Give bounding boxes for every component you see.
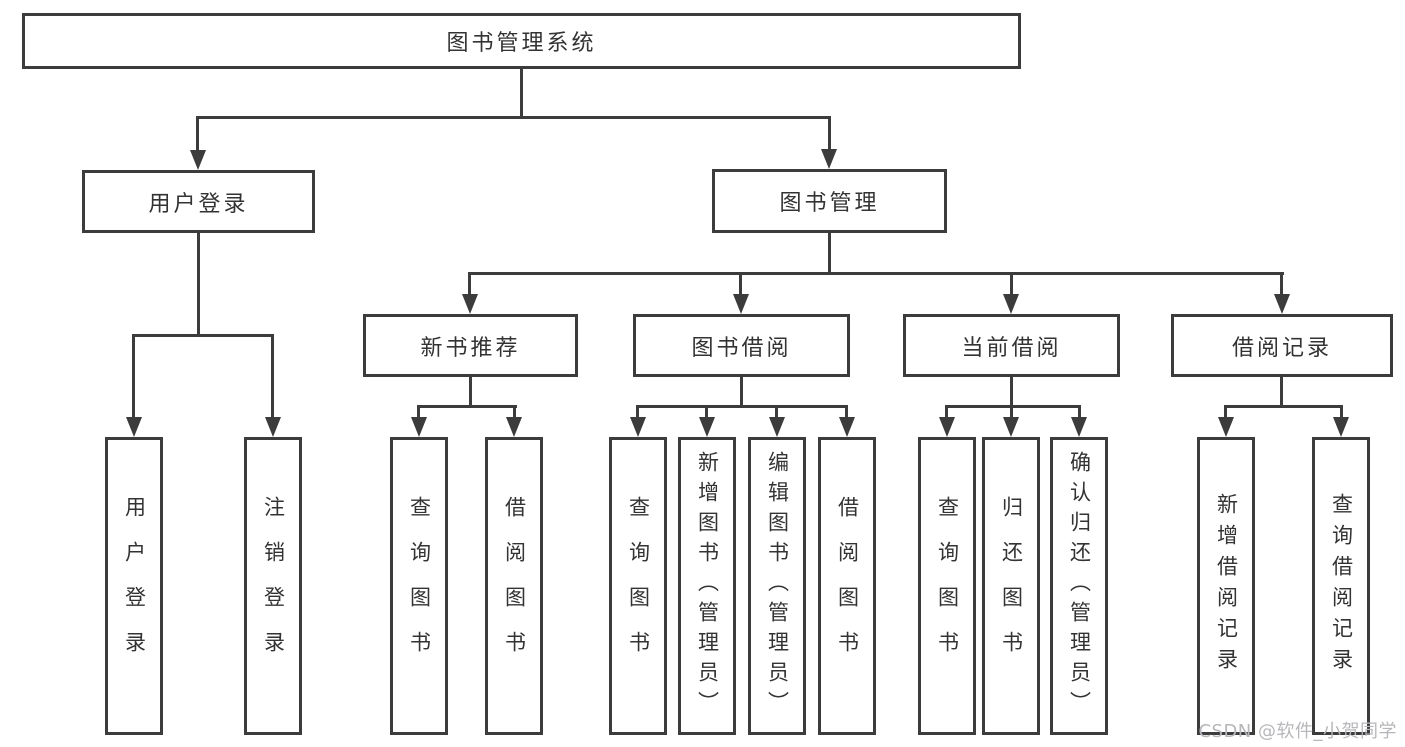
node-user-login: 用户登录 bbox=[82, 170, 315, 233]
leaf-user-login: 用户登录 bbox=[105, 437, 163, 735]
arrow-down-icon bbox=[1218, 417, 1234, 437]
leaf-query-borrow-record: 查询借阅记录 bbox=[1312, 437, 1370, 735]
connector-line bbox=[1010, 377, 1013, 408]
node-label: 当前借阅 bbox=[961, 335, 1062, 361]
leaf-edit-books-admin: 编辑图书（管理员） bbox=[748, 437, 806, 735]
leaf-label: 查询图书 bbox=[626, 496, 651, 676]
arrow-down-icon bbox=[839, 417, 855, 437]
arrow-down-icon bbox=[1003, 417, 1019, 437]
connector-line bbox=[1010, 272, 1013, 296]
node-label: 图书借阅 bbox=[691, 335, 792, 361]
node-label: 图书管理系统 bbox=[446, 31, 597, 56]
arrow-down-icon bbox=[265, 417, 281, 437]
node-book-management: 图书管理 bbox=[712, 169, 947, 233]
leaf-return-books: 归还图书 bbox=[982, 437, 1040, 735]
connector-line bbox=[1224, 405, 1343, 408]
connector-line bbox=[636, 405, 639, 419]
leaf-logout: 注销登录 bbox=[244, 437, 302, 735]
connector-line bbox=[513, 405, 516, 419]
connector-line bbox=[828, 116, 831, 151]
leaf-label: 归还图书 bbox=[999, 496, 1024, 676]
leaf-label: 用户登录 bbox=[122, 496, 147, 676]
arrow-down-icon bbox=[733, 294, 749, 314]
connector-line bbox=[740, 377, 743, 408]
connector-line bbox=[1280, 377, 1283, 407]
connector-line bbox=[845, 405, 848, 419]
arrow-down-icon bbox=[769, 417, 785, 437]
connector-line bbox=[828, 233, 831, 275]
node-label: 新书推荐 bbox=[420, 335, 521, 361]
connector-line bbox=[1280, 272, 1283, 296]
connector-line bbox=[132, 334, 274, 337]
node-library-management-system: 图书管理系统 bbox=[22, 13, 1021, 69]
connector-line bbox=[945, 405, 1081, 408]
connector-line bbox=[520, 69, 523, 119]
node-label: 用户登录 bbox=[148, 191, 249, 217]
arrow-down-icon bbox=[699, 417, 715, 437]
arrow-down-icon bbox=[939, 417, 955, 437]
arrow-down-icon bbox=[630, 417, 646, 437]
arrow-down-icon bbox=[411, 417, 427, 437]
connector-line bbox=[1078, 405, 1081, 419]
leaf-borrow-books: 借阅图书 bbox=[818, 437, 876, 735]
leaf-query-books-recommend: 查询图书 bbox=[390, 437, 448, 735]
leaf-add-borrow-record: 新增借阅记录 bbox=[1197, 437, 1255, 735]
node-current-borrowing: 当前借阅 bbox=[903, 314, 1120, 377]
arrow-down-icon bbox=[821, 149, 837, 169]
leaf-confirm-return-admin: 确认归还（管理员） bbox=[1050, 437, 1108, 735]
arrow-down-icon bbox=[126, 417, 142, 437]
connector-line bbox=[197, 233, 200, 337]
leaf-borrow-books-recommend: 借阅图书 bbox=[485, 437, 543, 735]
connector-line bbox=[705, 405, 708, 419]
connector-line bbox=[469, 377, 472, 408]
connector-line bbox=[1340, 405, 1343, 419]
node-book-borrowing: 图书借阅 bbox=[633, 314, 850, 377]
connector-line bbox=[636, 405, 848, 408]
leaf-label: 借阅图书 bbox=[835, 496, 860, 676]
leaf-query-books-current: 查询图书 bbox=[918, 437, 976, 735]
leaf-label: 查询借阅记录 bbox=[1329, 493, 1354, 679]
connector-line bbox=[468, 272, 1284, 275]
arrow-down-icon bbox=[462, 294, 478, 314]
connector-line bbox=[1224, 405, 1227, 419]
connector-line bbox=[417, 405, 517, 408]
node-borrowing-records: 借阅记录 bbox=[1171, 314, 1393, 377]
leaf-label: 注销登录 bbox=[261, 496, 286, 676]
leaf-label: 查询图书 bbox=[935, 496, 960, 676]
connector-line bbox=[739, 272, 742, 296]
arrow-down-icon bbox=[506, 417, 522, 437]
connector-line bbox=[196, 116, 199, 152]
leaf-label: 借阅图书 bbox=[502, 496, 527, 676]
leaf-label: 编辑图书（管理员） bbox=[765, 451, 790, 721]
connector-line bbox=[1010, 405, 1013, 419]
connector-line bbox=[132, 334, 135, 419]
arrow-down-icon bbox=[1071, 417, 1087, 437]
connector-line bbox=[468, 272, 471, 296]
leaf-query-books-borrowing: 查询图书 bbox=[609, 437, 667, 735]
arrow-down-icon bbox=[1003, 294, 1019, 314]
watermark: CSDN @软件_小贺同学 bbox=[1198, 721, 1397, 742]
node-label: 图书管理 bbox=[779, 191, 880, 216]
leaf-label: 新增图书（管理员） bbox=[695, 451, 720, 721]
leaf-label: 查询图书 bbox=[407, 496, 432, 676]
node-new-book-recommendation: 新书推荐 bbox=[363, 314, 578, 377]
leaf-add-books-admin: 新增图书（管理员） bbox=[678, 437, 736, 735]
node-label: 借阅记录 bbox=[1231, 335, 1332, 361]
connector-line bbox=[271, 334, 274, 419]
connector-line bbox=[945, 405, 948, 419]
connector-line bbox=[775, 405, 778, 419]
arrow-down-icon bbox=[1274, 294, 1290, 314]
arrow-down-icon bbox=[190, 150, 206, 170]
arrow-down-icon bbox=[1333, 417, 1349, 437]
leaf-label: 新增借阅记录 bbox=[1214, 493, 1239, 679]
connector-line bbox=[196, 116, 831, 119]
leaf-label: 确认归还（管理员） bbox=[1067, 451, 1092, 721]
connector-line bbox=[417, 405, 420, 419]
